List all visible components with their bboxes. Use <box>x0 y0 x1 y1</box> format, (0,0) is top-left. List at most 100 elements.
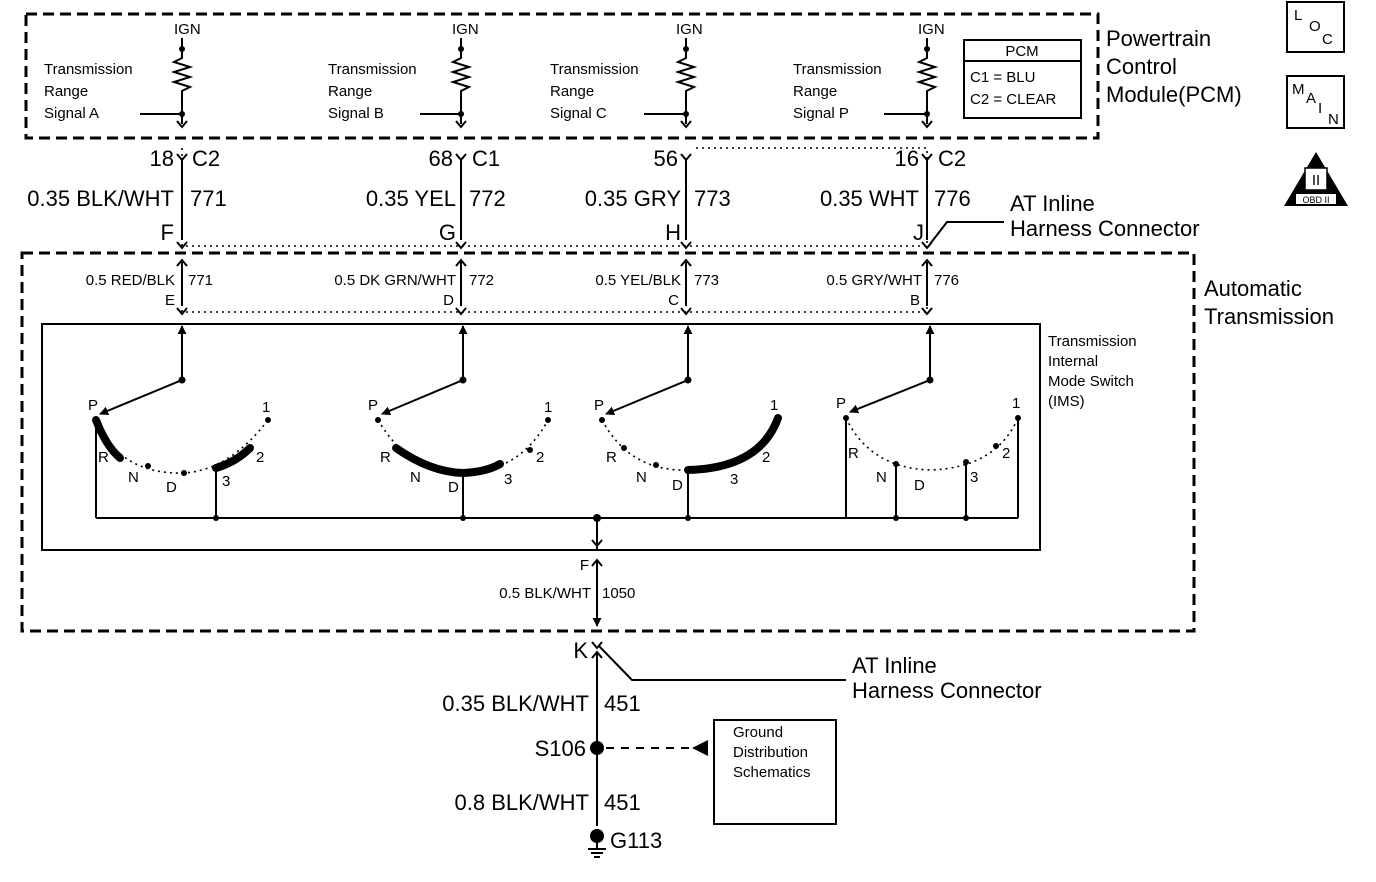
svg-text:2: 2 <box>762 449 770 466</box>
svg-text:2: 2 <box>1002 445 1010 462</box>
svg-text:773: 773 <box>694 186 731 211</box>
svg-text:0.5 GRY/WHT: 0.5 GRY/WHT <box>826 272 922 289</box>
loc-icon: L O C <box>1286 1 1345 53</box>
splice-s106-icon <box>590 741 604 755</box>
pcm-title-line3: Module(PCM) <box>1106 82 1242 107</box>
svg-text:3: 3 <box>730 471 738 488</box>
main-icon: M A I N <box>1286 75 1345 129</box>
transmission-boundary <box>20 251 1196 633</box>
svg-text:I: I <box>1318 100 1322 117</box>
svg-text:771: 771 <box>190 186 227 211</box>
svg-text:776: 776 <box>934 272 959 289</box>
ground-inline-label-line1: AT Inline <box>852 653 937 678</box>
ground-inline-label-line2: Harness Connector <box>852 678 1042 703</box>
ref-box-line1: Ground <box>733 724 783 741</box>
svg-text:0.35 WHT: 0.35 WHT <box>820 186 919 211</box>
svg-text:D: D <box>166 479 177 496</box>
switch-p: P R N D 3 2 1 <box>836 325 1021 521</box>
svg-text:B: B <box>910 292 920 309</box>
ground-wire1: 0.35 BLK/WHT <box>442 691 589 716</box>
svg-text:3: 3 <box>970 469 978 486</box>
circuit-a: IGN Transmission Range Signal A 18 C2 0.… <box>27 21 227 316</box>
svg-text:R: R <box>848 445 859 462</box>
svg-text:Transmission: Transmission <box>44 61 133 78</box>
svg-text:Signal B: Signal B <box>328 105 384 122</box>
svg-text:P: P <box>88 397 98 414</box>
svg-text:773: 773 <box>694 272 719 289</box>
svg-text:0.5 RED/BLK: 0.5 RED/BLK <box>86 272 175 289</box>
pcm-connector-legend: PCM C1 = BLU C2 = CLEAR <box>963 39 1082 119</box>
svg-text:0.5 DK GRN/WHT: 0.5 DK GRN/WHT <box>334 272 456 289</box>
svg-text:N: N <box>1328 111 1339 128</box>
svg-text:Range: Range <box>550 83 594 100</box>
ims-box <box>41 323 1041 551</box>
svg-text:776: 776 <box>934 186 971 211</box>
svg-text:C2: C2 <box>938 146 966 171</box>
svg-text:68: 68 <box>429 146 453 171</box>
ims-label-line4: (IMS) <box>1048 393 1085 410</box>
svg-text:L: L <box>1294 7 1302 24</box>
obd-ii-icon: II OBD II <box>1284 152 1348 206</box>
svg-text:Signal C: Signal C <box>550 105 607 122</box>
svg-text:1: 1 <box>544 399 552 416</box>
svg-text:2: 2 <box>536 449 544 466</box>
svg-text:3: 3 <box>222 473 230 490</box>
legend-c2: C2 = CLEAR <box>970 91 1056 108</box>
svg-text:C: C <box>668 292 679 309</box>
svg-text:IGN: IGN <box>676 21 703 38</box>
svg-text:D: D <box>914 477 925 494</box>
svg-text:1: 1 <box>770 397 778 414</box>
ground-point-label: G113 <box>610 828 662 853</box>
svg-text:Transmission: Transmission <box>328 61 417 78</box>
svg-text:OBD II: OBD II <box>1302 195 1329 205</box>
ground-trans-pin: F <box>580 557 589 574</box>
svg-text:Signal P: Signal P <box>793 105 849 122</box>
ims-label-line2: Internal <box>1048 353 1098 370</box>
ground-distribution-ref-box <box>713 719 837 825</box>
svg-text:R: R <box>606 449 617 466</box>
svg-text:C: C <box>1322 31 1333 48</box>
svg-text:Transmission: Transmission <box>793 61 882 78</box>
svg-text:N: N <box>876 469 887 486</box>
inline-connector-label-line1: AT Inline <box>1010 191 1095 216</box>
svg-text:P: P <box>836 395 846 412</box>
svg-text:A: A <box>1306 90 1316 107</box>
svg-text:0.5 YEL/BLK: 0.5 YEL/BLK <box>595 272 681 289</box>
svg-text:IGN: IGN <box>452 21 479 38</box>
svg-text:772: 772 <box>469 272 494 289</box>
inline-connector-leader <box>929 221 1004 245</box>
circuit-b: IGN Transmission Range Signal B 68 C1 0.… <box>328 21 506 316</box>
svg-text:D: D <box>448 479 459 496</box>
trans-label-line1: Automatic <box>1204 276 1302 301</box>
svg-text:Range: Range <box>328 83 372 100</box>
switch-a: P R N D 3 2 1 <box>88 325 271 521</box>
svg-text:P: P <box>594 397 604 414</box>
pcm-boundary <box>24 12 1100 140</box>
splice-label: S106 <box>535 736 586 761</box>
ground-wire2: 0.8 BLK/WHT <box>455 790 589 815</box>
svg-text:18: 18 <box>150 146 174 171</box>
svg-text:Transmission: Transmission <box>550 61 639 78</box>
ground-inline-pin: K <box>573 638 588 663</box>
svg-text:0.35 YEL: 0.35 YEL <box>366 186 456 211</box>
svg-text:772: 772 <box>469 186 506 211</box>
pcm-title-line1: Powertrain <box>1106 26 1211 51</box>
legend-header: PCM <box>1005 43 1038 60</box>
svg-text:0.35 GRY: 0.35 GRY <box>585 186 682 211</box>
ims-label-line1: Transmission <box>1048 333 1137 350</box>
svg-text:D: D <box>443 292 454 309</box>
trans-connector-outline <box>181 262 928 313</box>
svg-text:3: 3 <box>504 471 512 488</box>
svg-text:C1: C1 <box>472 146 500 171</box>
svg-text:Range: Range <box>793 83 837 100</box>
pcm-connector-outline <box>181 147 928 247</box>
svg-text:1: 1 <box>262 399 270 416</box>
svg-text:C2: C2 <box>192 146 220 171</box>
pcm-title-line2: Control <box>1106 54 1177 79</box>
svg-text:E: E <box>165 292 175 309</box>
svg-text:0.35 BLK/WHT: 0.35 BLK/WHT <box>27 186 174 211</box>
switch-b: P R N D 3 2 1 <box>368 325 552 521</box>
ims-label-line3: Mode Switch <box>1048 373 1134 390</box>
svg-text:N: N <box>128 469 139 486</box>
